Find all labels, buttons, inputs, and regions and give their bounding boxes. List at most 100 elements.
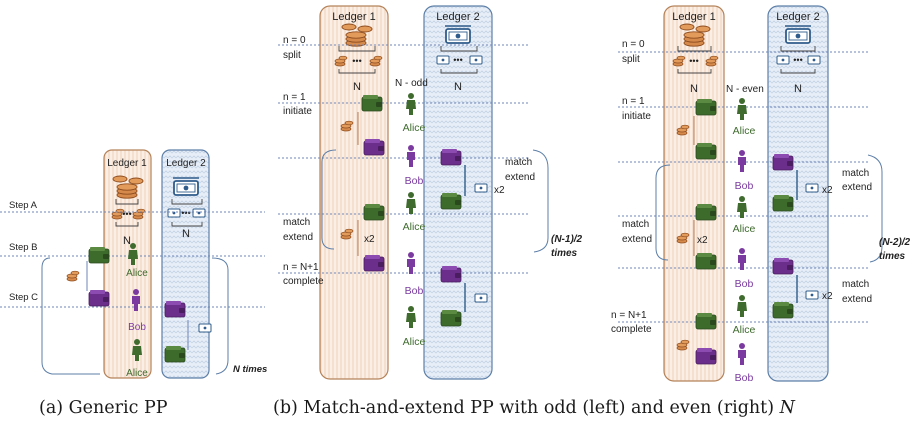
mini-note-icon (436, 55, 450, 65)
mini-note-icon (805, 290, 819, 300)
mini-note-icon (198, 323, 212, 333)
wallet-icon (772, 194, 794, 212)
alice-person-icon (737, 98, 747, 120)
step-label: initiate (622, 111, 651, 122)
repeat-brace-left (655, 164, 671, 261)
alice-person-icon (737, 295, 747, 317)
wallet-icon (695, 203, 717, 221)
panel-b: Ledger 1 Ledger 2 ••• ••• N N n = 0 spli… (278, 5, 583, 380)
repeat-brace-left (321, 149, 337, 250)
cash-icon (172, 177, 200, 196)
wallet-icon (440, 265, 462, 283)
alice-label: Alice (733, 324, 756, 336)
alice-label: Alice (403, 336, 426, 348)
wallet-icon (88, 246, 110, 264)
caption-a: (a) Generic PP (39, 398, 168, 418)
mini-note-icon (776, 55, 790, 65)
wallet-icon (164, 345, 186, 363)
match-label: match (505, 157, 532, 168)
wallet-icon (772, 153, 794, 171)
wallet-icon (695, 312, 717, 330)
mini-note-icon (807, 55, 821, 65)
ledger2-column (423, 5, 493, 380)
wallet-icon (695, 98, 717, 116)
step-a-label: Step A (9, 200, 38, 211)
ledger2-label: Ledger 2 (436, 11, 479, 23)
step-label: split (283, 50, 301, 61)
wallet-icon (695, 252, 717, 270)
bob-label: Bob (735, 278, 754, 290)
repeat-count: (N-1)/2 (551, 234, 583, 245)
bob-person-icon (738, 150, 746, 172)
n-label: N (690, 83, 698, 95)
step-label: n = N+1 (611, 310, 647, 321)
bob-person-icon (407, 145, 415, 167)
step-label: n = 1 (622, 96, 645, 107)
ledger1-label: Ledger 1 (107, 158, 147, 169)
bob-person-icon (738, 343, 746, 365)
step-label: split (622, 54, 640, 65)
step-label: n = N+1 (283, 262, 319, 273)
bob-label: Bob (128, 322, 146, 333)
bob-label: Bob (405, 285, 424, 297)
mini-note-icon (474, 183, 488, 193)
caption-b-var: N (779, 398, 795, 418)
panel-c: Ledger 1 Ledger 2 ••• ••• N N n = 0 spli… (611, 5, 911, 384)
mini-note-icon (192, 208, 206, 218)
wallet-icon (363, 254, 385, 272)
cash-icon (444, 25, 472, 44)
alice-person-icon (406, 192, 416, 214)
step-b-label: Step B (9, 242, 38, 253)
step-label: n = 1 (283, 92, 306, 103)
repeat-times: times (879, 251, 906, 262)
x2-label: x2 (697, 235, 708, 246)
mini-note-icon (805, 183, 819, 193)
parity-label: N - odd (395, 78, 428, 89)
repeat-brace-right (211, 257, 229, 375)
n-label: N (794, 83, 802, 95)
bob-label: Bob (735, 372, 754, 384)
x2-label: x2 (822, 185, 833, 196)
svg-text:•••: ••• (181, 208, 190, 218)
step-label: match (622, 219, 649, 230)
panel-a: Ledger 1 Ledger 2 ••• ••• N N Step A Ste… (0, 149, 267, 379)
ledger1-label: Ledger 1 (672, 11, 715, 23)
alice-label: Alice (403, 122, 426, 134)
caption-b: (b) Match-and-extend PP with odd (left) … (273, 398, 795, 418)
caption-b-text: (b) Match-and-extend PP with odd (left) … (273, 398, 780, 418)
parity-label: N - even (726, 84, 764, 95)
mini-note-icon (474, 293, 488, 303)
x2-label: x2 (494, 185, 505, 196)
n-times-label: N times (233, 364, 267, 375)
repeat-times: times (551, 248, 578, 259)
alice-person-icon (737, 196, 747, 218)
step-c-label: Step C (9, 292, 38, 303)
svg-text:•••: ••• (689, 56, 698, 66)
wallet-icon (440, 192, 462, 210)
ledger2-label: Ledger 2 (166, 158, 206, 169)
split-bracket-1 (115, 199, 139, 205)
wallet-icon (363, 138, 385, 156)
alice-label: Alice (403, 221, 426, 233)
bob-person-icon (407, 252, 415, 274)
mini-note-icon (469, 55, 483, 65)
step-label: n = 0 (622, 39, 645, 50)
svg-text:•••: ••• (122, 209, 131, 219)
alice-label: Alice (733, 223, 756, 235)
ledger2-label: Ledger 2 (776, 11, 819, 23)
wallet-icon (772, 257, 794, 275)
step-label: extend (622, 234, 652, 245)
alice-label: Alice (126, 368, 148, 379)
wallet-icon (440, 309, 462, 327)
extend-label: extend (842, 294, 872, 305)
extend-label: extend (842, 182, 872, 193)
n-label: N (182, 228, 190, 240)
x2-label: x2 (822, 291, 833, 302)
repeat-brace-right (532, 149, 549, 253)
ledger2-column (767, 5, 829, 382)
wallet-icon (772, 301, 794, 319)
n-label: N (454, 81, 462, 93)
match-label: match (842, 279, 869, 290)
bob-person-icon (738, 248, 746, 270)
